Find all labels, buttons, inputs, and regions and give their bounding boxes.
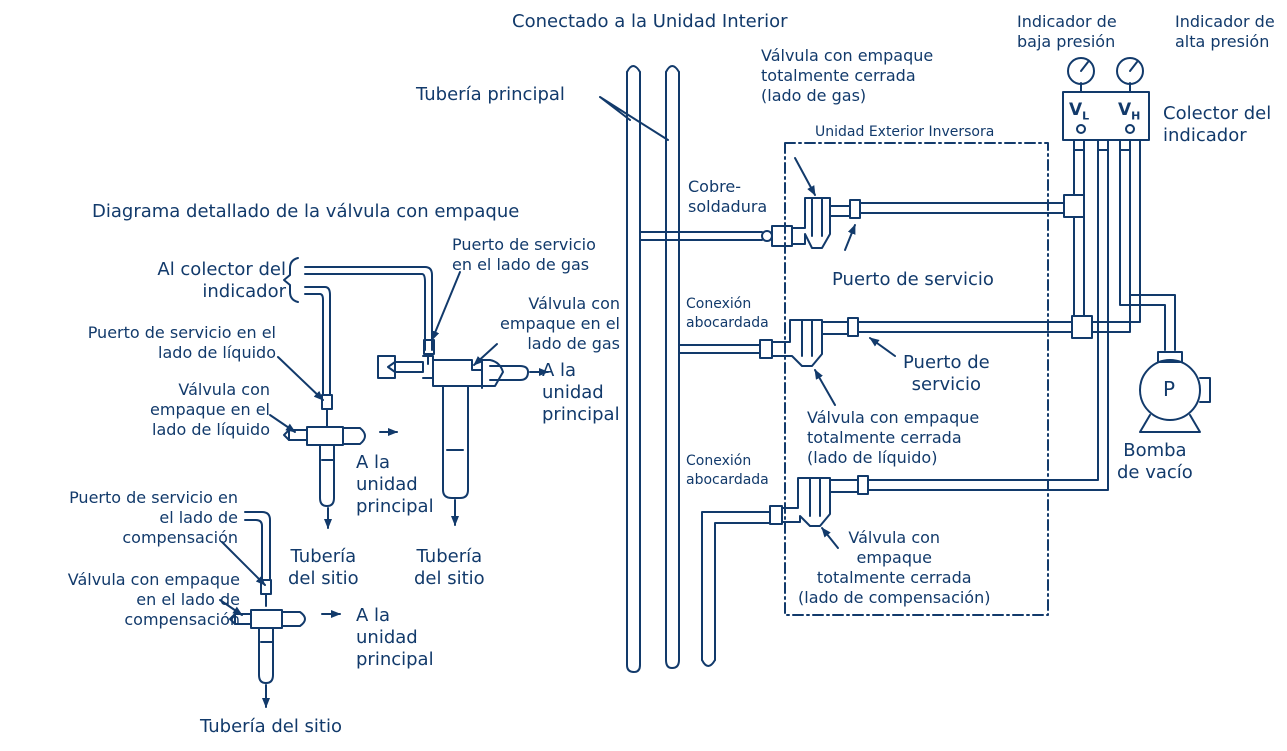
arrow-valve-comp — [219, 599, 243, 616]
label-valve-closed-liquid: Válvula con empaque totalmente cerrada (… — [807, 408, 980, 467]
label-site-pipe-1: Tubería del sitio — [288, 546, 359, 589]
valve-gas-closed — [771, 197, 1065, 249]
brazing-joint — [761, 230, 773, 242]
high-pressure-gauge — [1116, 57, 1144, 85]
valve-compensation-closed — [769, 139, 1109, 527]
label-low-gauge: Indicador de baja presión — [1017, 12, 1117, 51]
arrow-service-gas — [431, 271, 461, 341]
tee-upper — [1063, 194, 1085, 218]
valve-liquid-closed — [759, 317, 1073, 367]
pump-pipe — [1091, 139, 1141, 333]
liquid-branch-pipe — [678, 344, 761, 354]
label-brazing: Cobre- soldadura — [688, 177, 768, 216]
detail-liquid-valve — [283, 394, 398, 529]
label-to-main-2: A la unidad principal — [542, 360, 620, 425]
compensation-branch-pipe — [701, 511, 771, 661]
outdoor-unit-boundary — [784, 142, 1049, 616]
detail-manifold-pipe-a — [304, 266, 433, 351]
label-service-liquid: Puerto de servicio en el lado de líquido — [87, 323, 276, 362]
label-to-main-1: A la unidad principal — [356, 452, 434, 517]
label-service-port-2: Puerto de servicio — [903, 352, 990, 395]
label-site-pipe-2: Tubería del sitio — [414, 546, 485, 589]
label-service-gas: Puerto de servicio en el lado de gas — [452, 235, 596, 274]
high-gauge-mark: VH — [1118, 100, 1141, 123]
label-service-comp: Puerto de servicio en el lado de compens… — [69, 488, 238, 547]
low-gauge-mark: VL — [1069, 100, 1090, 123]
low-pressure-gauge — [1067, 57, 1095, 85]
tee-lower — [1071, 315, 1093, 339]
label-valve-comp: Válvula con empaque en el lado de compen… — [67, 570, 240, 629]
arrow-comp-valve — [821, 527, 839, 549]
label-outdoor-unit: Unidad Exterior Inversora — [815, 124, 995, 140]
label-to-main-3: A la unidad principal — [356, 605, 434, 670]
brace-manifold — [283, 257, 299, 303]
arrow-gas-valve — [794, 157, 816, 196]
arrow-liquid-valve — [814, 369, 836, 406]
gas-branch-pipe — [639, 231, 763, 241]
label-gauge-manifold: Colector del indicador — [1163, 103, 1272, 146]
arrow-service-comp — [221, 541, 266, 586]
detail-manifold-pipe-b — [304, 286, 331, 396]
main-pipe-right — [665, 65, 680, 669]
label-valve-closed-gas: Válvula con empaque totalmente cerrada (… — [761, 46, 934, 105]
label-service-port-1: Puerto de servicio — [832, 269, 994, 290]
label-valve-liquid: Válvula con empaque en el lado de líquid… — [150, 380, 270, 439]
vacuum-pump — [1139, 351, 1211, 433]
label-high-gauge: Indicador de alta presión — [1175, 12, 1275, 51]
arrow-valve-gas — [473, 343, 498, 366]
arrow-valve-liquid — [269, 414, 296, 433]
gauge-manifold-body — [1062, 91, 1150, 141]
label-site-pipe-3: Tubería del sitio — [200, 716, 342, 737]
label-flare-2: Conexión abocardada — [686, 453, 769, 488]
arrow-service-port-2 — [869, 337, 896, 357]
main-pipe-pointer — [599, 96, 669, 141]
manifold-pipe-left — [1073, 139, 1085, 196]
label-to-manifold: Al colector del indicador — [157, 259, 286, 302]
pump-mark: P — [1163, 377, 1176, 401]
label-valve-closed-comp: Válvula con empaque totalmente cerrada (… — [798, 528, 991, 607]
arrow-service-port-1 — [844, 224, 856, 251]
arrow-service-liquid — [277, 356, 324, 401]
main-pipe-left — [626, 65, 641, 673]
label-flare-1: Conexión abocardada — [686, 296, 769, 331]
label-vacuum-pump: Bomba de vacío — [1117, 440, 1193, 483]
detail-compensation-valve — [229, 511, 341, 708]
label-detail-title: Diagrama detallado de la válvula con emp… — [92, 201, 520, 222]
label-main-pipe: Tubería principal — [416, 84, 565, 105]
detail-gas-valve — [377, 339, 549, 526]
label-connected-indoor: Conectado a la Unidad Interior — [512, 11, 788, 32]
label-valve-gas: Válvula con empaque en el lado de gas — [500, 294, 620, 353]
